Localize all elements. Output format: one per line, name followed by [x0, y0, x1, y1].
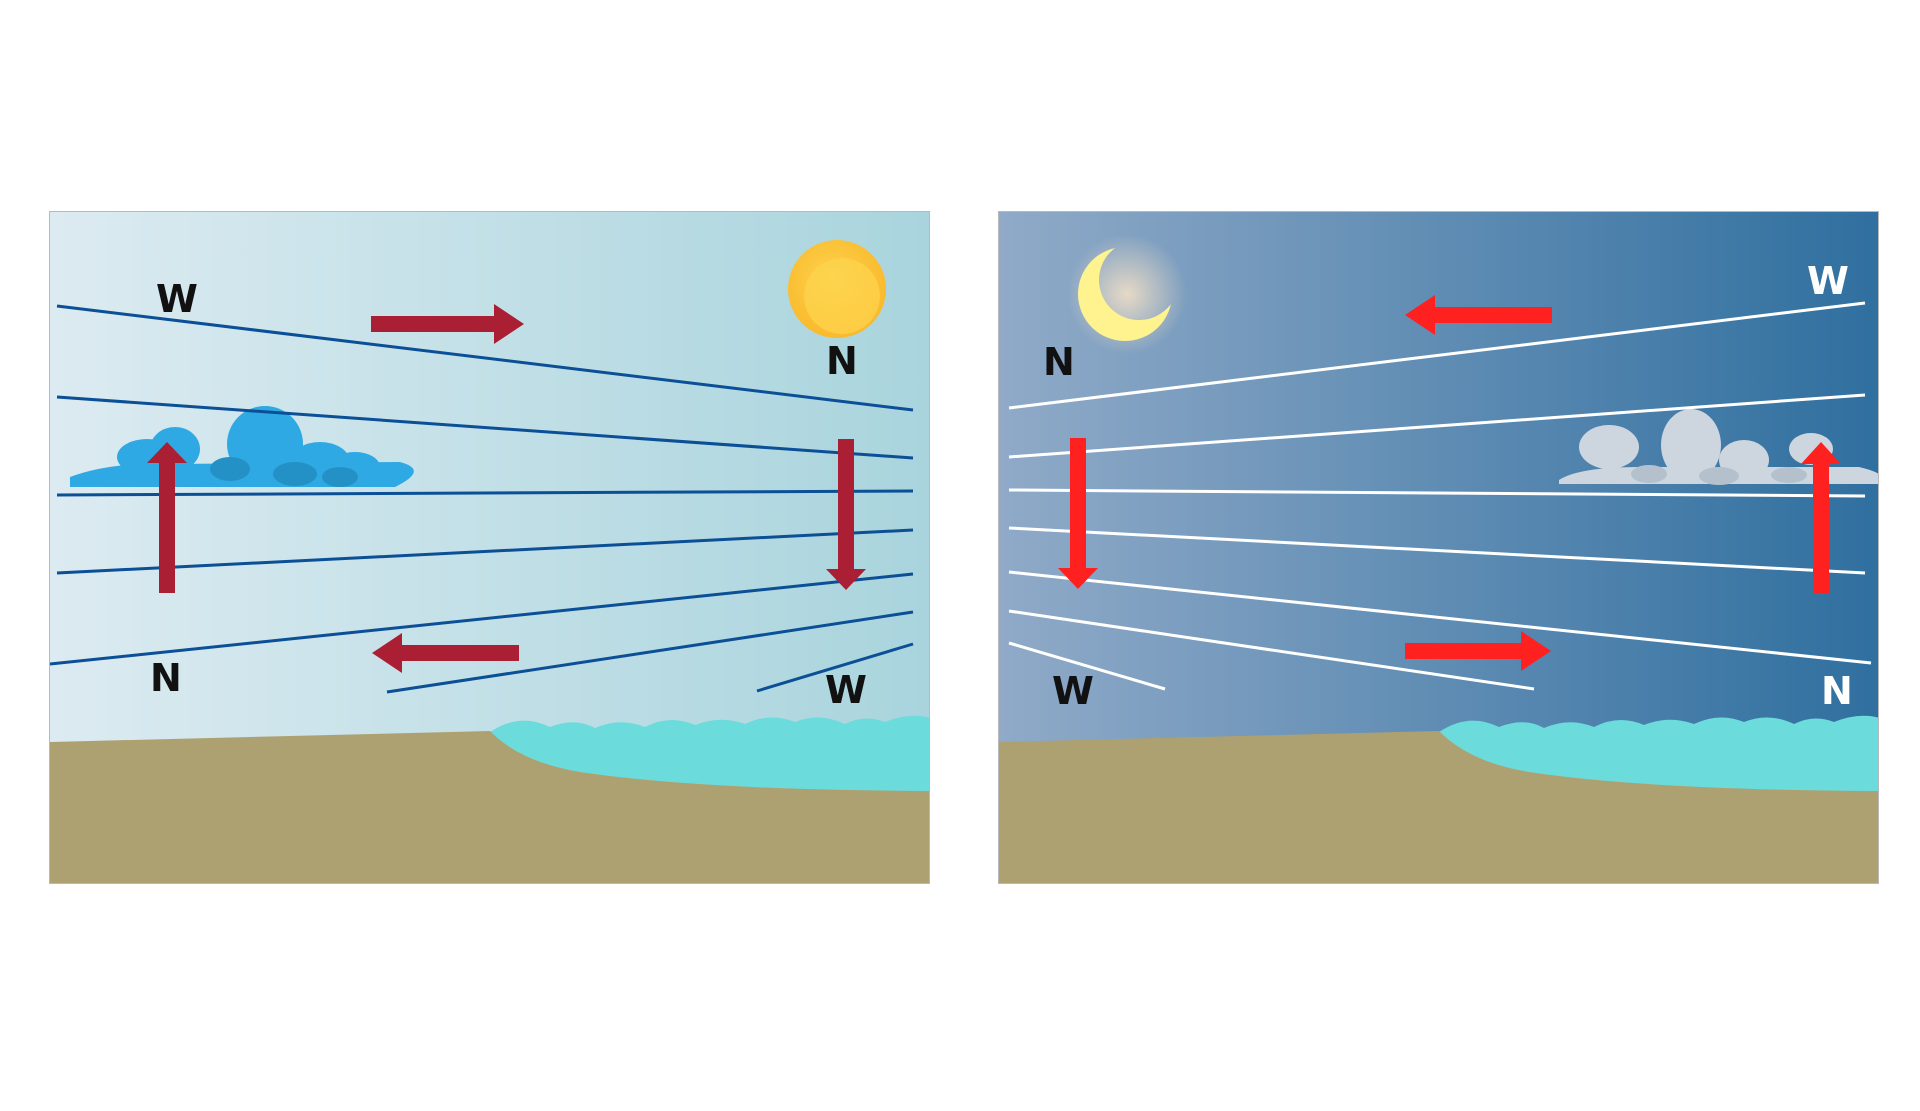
arrow-down-icon	[826, 439, 866, 590]
isobar	[56, 528, 914, 575]
isobar	[56, 304, 914, 412]
arrow-right-icon	[1405, 631, 1551, 671]
sea	[1439, 715, 1878, 792]
label-n-bottom: N	[150, 656, 182, 700]
label-w-bottom: W	[825, 668, 867, 712]
isobar	[1008, 301, 1866, 410]
moon-icon	[1067, 234, 1187, 354]
isobar	[1008, 526, 1866, 575]
day-cloud	[70, 406, 414, 487]
night-cloud	[1559, 409, 1878, 485]
arrow-up-icon	[147, 442, 187, 593]
arrow-left-icon	[1405, 295, 1552, 335]
day-diagram: W N N W	[50, 212, 929, 883]
day-isobars	[50, 304, 914, 694]
night-arrows	[1058, 295, 1841, 671]
label-n-top: N	[1043, 340, 1075, 384]
label-w-top: W	[1807, 259, 1849, 303]
isobar	[386, 610, 914, 694]
night-diagram: W N W N	[999, 212, 1878, 883]
ground	[50, 731, 929, 883]
ground	[999, 731, 1878, 883]
label-w-bottom: W	[1052, 669, 1094, 713]
isobar	[1008, 488, 1866, 498]
isobar	[56, 395, 914, 460]
sea	[490, 715, 929, 792]
isobar	[756, 642, 914, 693]
isobar	[1008, 570, 1872, 665]
arrow-right-icon	[371, 304, 524, 344]
night-panel: W N W N	[998, 211, 1879, 884]
label-n-top: N	[826, 339, 858, 383]
sun-icon	[788, 240, 886, 338]
isobar	[50, 572, 914, 666]
isobar	[56, 489, 914, 497]
label-n-bottom: N	[1821, 669, 1853, 713]
day-panel: W N N W	[49, 211, 930, 884]
day-arrows	[147, 304, 866, 673]
isobar	[1008, 393, 1866, 459]
arrow-left-icon	[372, 633, 519, 673]
night-isobars	[1008, 301, 1872, 691]
arrow-down-icon	[1058, 438, 1098, 589]
arrow-up-icon	[1801, 442, 1841, 593]
isobar	[1008, 609, 1535, 691]
isobar	[1008, 641, 1166, 691]
label-w-top: W	[156, 277, 198, 321]
